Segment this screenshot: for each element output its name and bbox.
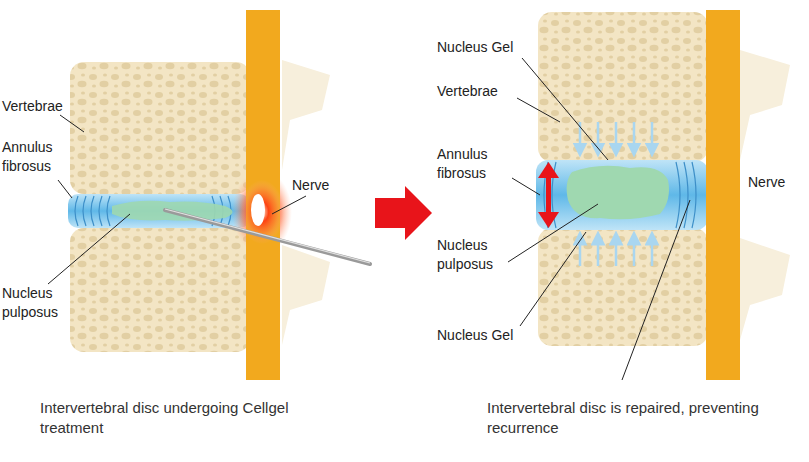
panel-caption: Intervertebral disc undergoing Cellgel t… [40, 398, 290, 438]
part-label: Nucleus Gel [437, 326, 513, 345]
part-label: Vertebrae [437, 82, 498, 101]
part-label: Nucleus pulposus [2, 284, 74, 322]
part-label: Nucleus pulposus [437, 236, 512, 274]
part-label: Nerve [292, 176, 329, 195]
part-label: Annulus fibrosus [2, 138, 74, 176]
panel-caption: Intervertebral disc is repaired, prevent… [487, 398, 767, 438]
part-label: Nucleus Gel [437, 38, 513, 57]
part-label: Vertebrae [2, 97, 63, 116]
part-label: Annulus fibrosus [437, 145, 512, 183]
part-label: Nerve [748, 173, 785, 192]
